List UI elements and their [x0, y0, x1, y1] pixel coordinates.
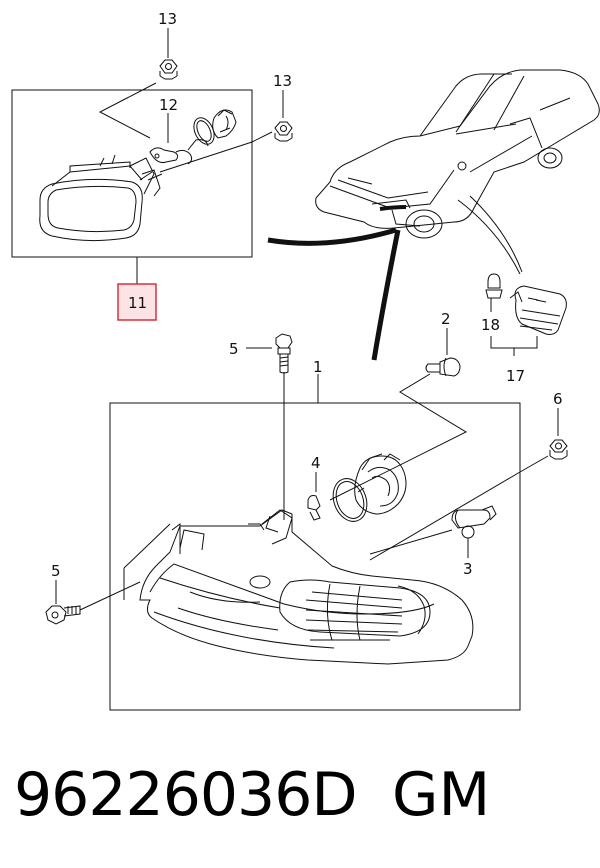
seal-ring [332, 478, 368, 522]
leader-13-top [98, 82, 157, 139]
socket-cap [354, 453, 407, 515]
callout-13-top[interactable]: 13 [158, 10, 177, 28]
bulb-2 [425, 357, 461, 377]
nut-13-top [159, 28, 178, 80]
callout-11[interactable]: 11 [128, 294, 147, 312]
fog-lamp-housing [39, 154, 163, 242]
callout-2[interactable]: 2 [441, 310, 451, 328]
headlamp-frame [109, 402, 521, 711]
bolt-5-bottom [45, 605, 81, 625]
fog-lamp-frame [11, 89, 253, 258]
bolt-5-top [275, 333, 293, 374]
fog-bulb-12 [149, 139, 209, 165]
side-marker-lamp [485, 273, 567, 335]
callout-11-box[interactable] [117, 283, 157, 321]
callout-18[interactable]: 18 [481, 316, 500, 334]
callout-12[interactable]: 12 [159, 96, 178, 114]
fog-lamp-socket [193, 109, 237, 145]
leader-17-18 [490, 336, 538, 349]
car-pointer-left [267, 227, 397, 246]
bulb-4 [307, 495, 321, 521]
part-number: 96226036D [14, 760, 358, 830]
bulb-3 [451, 505, 497, 550]
callout-6[interactable]: 6 [553, 390, 563, 408]
car-pointer-down [371, 229, 401, 361]
callout-5-bottom[interactable]: 5 [51, 562, 61, 580]
callout-5-top[interactable]: 5 [229, 340, 239, 358]
callout-3[interactable]: 3 [463, 560, 473, 578]
nut-6 [549, 439, 568, 460]
callout-1[interactable]: 1 [313, 358, 323, 376]
leader-13-right [251, 131, 273, 143]
headlamp-assembly [139, 509, 474, 665]
callout-13-right[interactable]: 13 [273, 72, 292, 90]
car-pointer-right [457, 199, 521, 275]
nut-13-right [274, 90, 293, 142]
callout-17[interactable]: 17 [506, 367, 525, 385]
brand-label: GM [392, 760, 491, 830]
callout-4[interactable]: 4 [311, 454, 321, 472]
car-illustration [315, 69, 600, 239]
